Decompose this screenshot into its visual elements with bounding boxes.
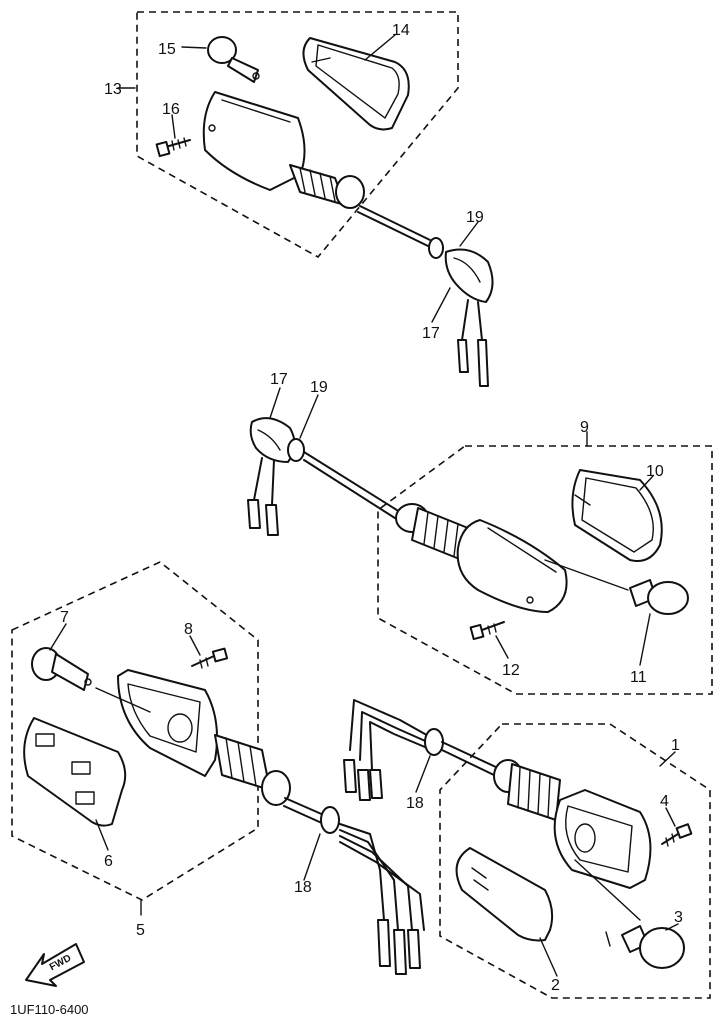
grommet-19-mid-drawing [287, 438, 305, 462]
boot-17-top-drawing [444, 248, 494, 387]
grommet-19-top-drawing [428, 237, 444, 259]
callout-11: 11 [630, 669, 647, 686]
assembly-5-group [11, 561, 425, 975]
boot-17-mid-drawing [247, 417, 296, 536]
bulb-3-drawing [605, 925, 685, 969]
assembly-13-dashed-outline [136, 11, 459, 259]
callout-19-mid: 19 [310, 379, 328, 396]
callout-2: 2 [551, 977, 560, 994]
screw-4-drawing [661, 823, 693, 847]
assembly-1-dashed-outline [439, 723, 711, 999]
lens-6-drawing [23, 717, 127, 827]
part-code-label: 1UF110-6400 [10, 1002, 89, 1017]
callout-13: 13 [104, 81, 122, 98]
callout-10: 10 [646, 463, 664, 480]
housing-13-drawing [202, 91, 431, 247]
callout-18-left: 18 [294, 879, 312, 896]
assembly-9-dashed-outline [377, 445, 713, 695]
wires-left-drawing [339, 823, 425, 975]
callout-4: 4 [660, 793, 669, 810]
housing-9-drawing [395, 503, 568, 613]
callout-7: 7 [60, 609, 69, 626]
housing-5-drawing [95, 669, 327, 825]
grommet-18-left-drawing [320, 806, 340, 834]
callout-18-right: 18 [406, 795, 424, 812]
callout-12: 12 [502, 662, 520, 679]
lens-2-drawing [455, 847, 554, 942]
bulb-15-drawing [207, 36, 260, 83]
fwd-arrow: FWD [25, 943, 85, 987]
screw-8-drawing [191, 647, 229, 669]
lens-14-drawing [302, 37, 410, 131]
housing-1-drawing [493, 759, 652, 921]
callout-17-mid: 17 [270, 371, 288, 388]
callout-15: 15 [158, 41, 176, 58]
assembly-1-group [343, 699, 711, 999]
callout-16: 16 [162, 101, 180, 118]
assembly-5-dashed-outline [11, 561, 259, 901]
assembly-9-group [247, 417, 713, 695]
screw-16-drawing [155, 137, 191, 158]
callout-8: 8 [184, 621, 193, 638]
callout-17-top: 17 [422, 325, 440, 342]
callout-6: 6 [104, 853, 113, 870]
bulb-11-drawing [629, 579, 689, 615]
leader-lines [49, 34, 679, 977]
grommet-18-right-drawing [424, 728, 444, 756]
assembly-13-group [136, 11, 494, 387]
callout-5: 5 [136, 922, 145, 939]
wires-right-drawing [343, 699, 433, 801]
screw-12-drawing [469, 621, 505, 641]
callout-1: 1 [671, 737, 680, 754]
lens-10-drawing [571, 469, 663, 562]
callout-3: 3 [674, 909, 683, 926]
callout-14: 14 [392, 22, 410, 39]
bulb-7-drawing [31, 647, 92, 691]
callout-19-top: 19 [466, 209, 484, 226]
callout-9: 9 [580, 419, 589, 436]
callout-labels: 13 14 15 16 19 17 17 19 9 10 11 12 8 7 6… [60, 22, 683, 994]
